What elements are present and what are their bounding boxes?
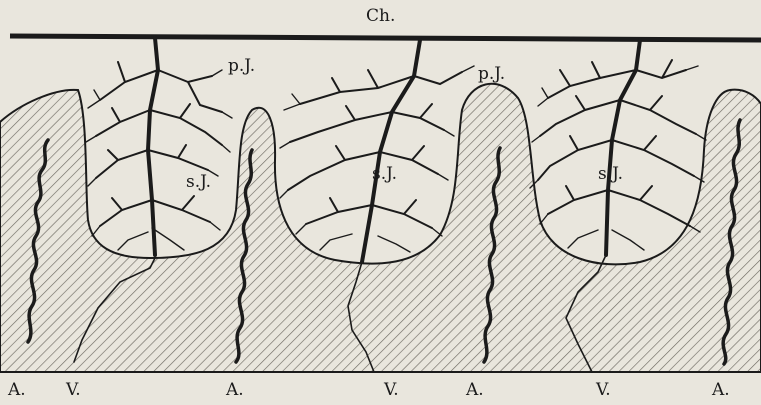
bottom-label-artery: A.: [8, 382, 26, 399]
secondary-villus-label-1: s.J.: [186, 174, 211, 191]
bottom-label-artery: A.: [226, 382, 244, 399]
bottom-label-artery: A.: [712, 382, 730, 399]
bottom-label-vein: V.: [384, 382, 399, 399]
chorion-label: Ch.: [366, 8, 395, 25]
bottom-label-vein: V.: [66, 382, 81, 399]
decidua-tissue: [0, 84, 761, 372]
primary-villus-label-left: p.J.: [228, 58, 255, 75]
bottom-label-vein: V.: [596, 382, 611, 399]
secondary-villus-label-3: s.J.: [598, 166, 623, 183]
primary-villus-label-right: p.J.: [478, 66, 505, 83]
bottom-label-artery: A.: [466, 382, 484, 399]
secondary-villus-label-2: s.J.: [372, 166, 397, 183]
chorion-plate: [10, 36, 761, 40]
